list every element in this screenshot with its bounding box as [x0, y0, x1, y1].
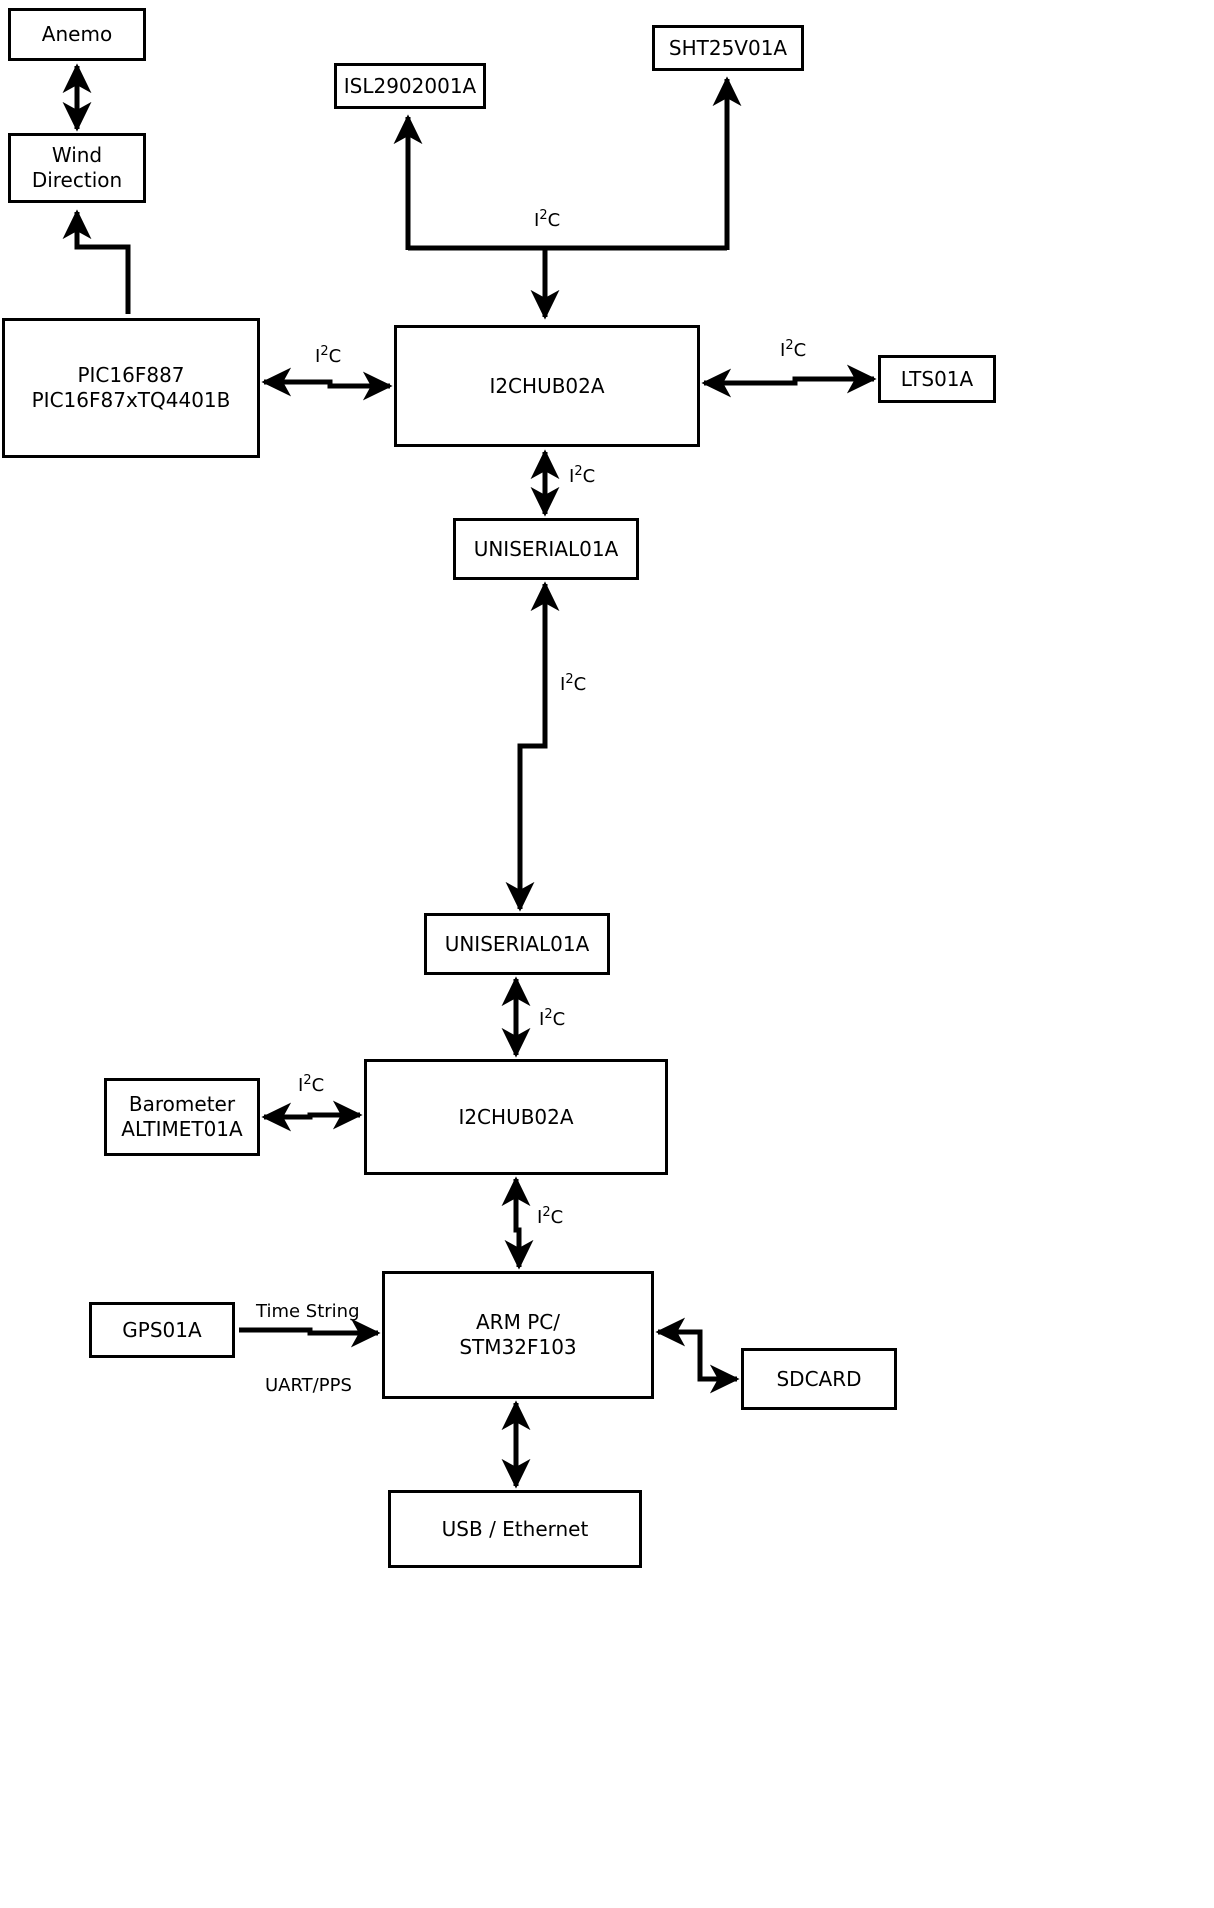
node-isl2902001a[interactable]: ISL2902001A — [334, 63, 486, 109]
node-label: ARM PC/ STM32F103 — [459, 1310, 577, 1359]
node-sht25v01a[interactable]: SHT25V01A — [652, 25, 804, 71]
node-label: UNISERIAL01A — [444, 931, 590, 956]
wire-hub2-arm — [501, 1176, 534, 1270]
node-label: Wind Direction — [31, 143, 123, 192]
node-label: USB / Ethernet — [441, 1516, 589, 1541]
edge-label-i2c-hub-uniserial: I2C — [569, 464, 596, 487]
edge-label-i2c-uniserial-hub2: I2C — [539, 1007, 566, 1030]
node-label: I2CHUB02A — [489, 373, 605, 398]
wire-gps-arm — [239, 1318, 381, 1348]
node-wind-direction[interactable]: Wind Direction — [8, 133, 146, 203]
wire-hub-lts — [701, 364, 877, 398]
edge-label-i2c-bus-top: I2C — [534, 208, 561, 231]
wire-arm-sdcard — [655, 1317, 740, 1394]
node-label: I2CHUB02A — [458, 1104, 574, 1129]
node-uniserial01a-bottom[interactable]: UNISERIAL01A — [424, 913, 610, 975]
wire-barometer-hub2 — [261, 1100, 363, 1132]
edge-label-time-string: Time String — [256, 1301, 360, 1322]
wire-uniserial-uniserial — [505, 581, 560, 912]
node-label: PIC16F887 PIC16F87xTQ4401B — [31, 363, 231, 412]
edge-label-uart-pps: UART/PPS — [265, 1375, 352, 1396]
node-i2chub02a-bottom[interactable]: I2CHUB02A — [364, 1059, 668, 1175]
node-anemo[interactable]: Anemo — [8, 8, 146, 61]
node-i2chub02a-top[interactable]: I2CHUB02A — [394, 325, 700, 447]
edge-label-i2c-pic-hub: I2C — [315, 344, 342, 367]
edge-label-i2c-barometer-hub2: I2C — [298, 1073, 325, 1096]
node-arm-pc-stm32f103[interactable]: ARM PC/ STM32F103 — [382, 1271, 654, 1399]
node-label: SDCARD — [776, 1366, 862, 1391]
node-label: ISL2902001A — [343, 73, 477, 98]
node-label: LTS01A — [900, 366, 974, 391]
node-label: SHT25V01A — [668, 35, 788, 60]
edge-label-i2c-uniserial-pair: I2C — [560, 672, 587, 695]
node-lts01a[interactable]: LTS01A — [878, 355, 996, 403]
node-uniserial01a-top[interactable]: UNISERIAL01A — [453, 518, 639, 580]
node-sdcard[interactable]: SDCARD — [741, 1348, 897, 1410]
node-usb-ethernet[interactable]: USB / Ethernet — [388, 1490, 642, 1568]
node-label: GPS01A — [122, 1317, 202, 1342]
node-label: Anemo — [41, 22, 113, 46]
node-gps01a[interactable]: GPS01A — [89, 1302, 235, 1358]
wire-pic-wind — [62, 209, 131, 314]
node-label: UNISERIAL01A — [473, 536, 619, 561]
node-pic16f887[interactable]: PIC16F887 PIC16F87xTQ4401B — [2, 318, 260, 458]
node-barometer-altimet01a[interactable]: Barometer ALTIMET01A — [104, 1078, 260, 1156]
wire-pic-hub — [261, 367, 393, 401]
edge-label-i2c-hub2-arm: I2C — [537, 1205, 564, 1228]
node-label: Barometer ALTIMET01A — [121, 1092, 243, 1141]
edge-label-i2c-hub-lts: I2C — [780, 338, 807, 361]
